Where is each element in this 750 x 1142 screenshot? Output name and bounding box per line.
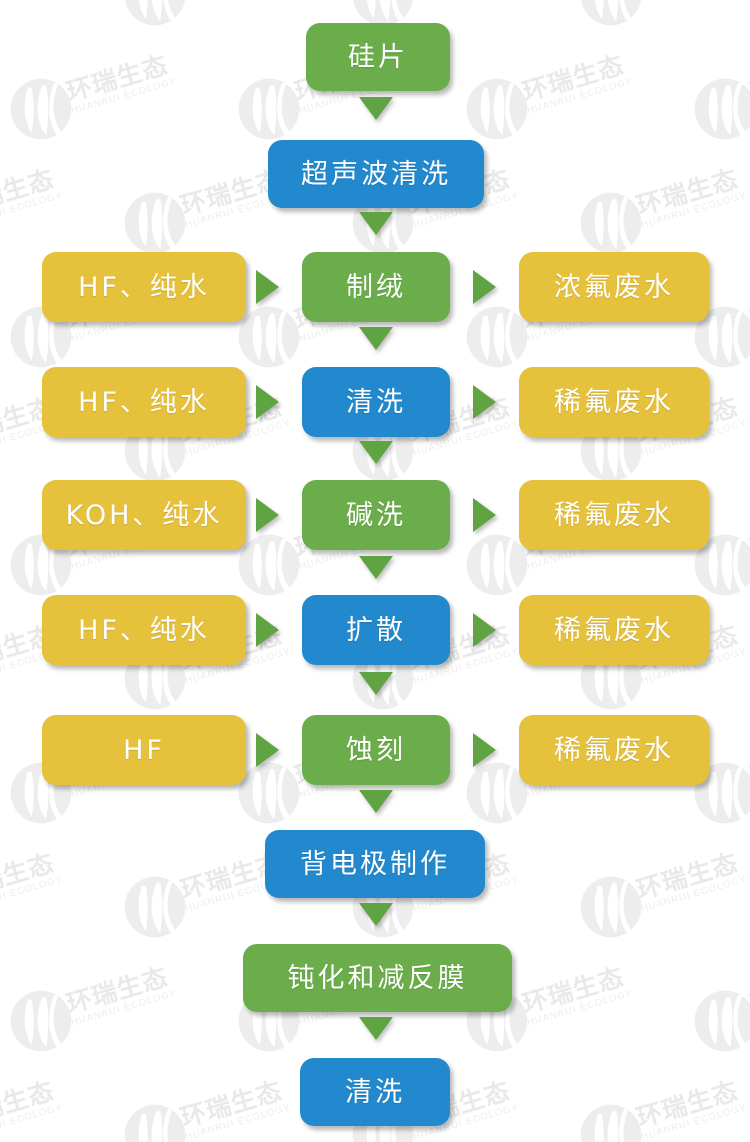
node-label: HF	[123, 734, 165, 766]
arrow-right-icon	[256, 385, 279, 419]
process-node-n6l[interactable]: HF	[42, 715, 246, 785]
node-label: HF、纯水	[78, 614, 210, 646]
process-node-n7[interactable]: 背电极制作	[265, 830, 485, 898]
node-label: 钝化和减反膜	[287, 962, 468, 994]
node-label: 制绒	[346, 271, 406, 303]
arrow-right-icon	[256, 733, 279, 767]
node-label: 蚀刻	[346, 734, 406, 766]
arrow-down-icon	[359, 672, 393, 695]
arrow-right-icon	[473, 385, 496, 419]
process-node-n2r[interactable]: 浓氟废水	[519, 252, 709, 322]
node-label: 稀氟废水	[554, 386, 674, 418]
process-node-n5r[interactable]: 稀氟废水	[519, 595, 709, 665]
process-node-n4c[interactable]: 碱洗	[302, 480, 450, 550]
process-node-n5c[interactable]: 扩散	[302, 595, 450, 665]
process-node-n1[interactable]: 超声波清洗	[268, 140, 484, 208]
arrow-right-icon	[473, 270, 496, 304]
arrow-right-icon	[256, 498, 279, 532]
arrow-right-icon	[256, 613, 279, 647]
arrow-right-icon	[473, 733, 496, 767]
node-label: 碱洗	[346, 499, 406, 531]
arrow-down-icon	[359, 556, 393, 579]
node-label: HF、纯水	[78, 271, 210, 303]
process-node-n6r[interactable]: 稀氟废水	[519, 715, 709, 785]
process-node-n5l[interactable]: HF、纯水	[42, 595, 246, 665]
process-node-n6c[interactable]: 蚀刻	[302, 715, 450, 785]
node-label: 稀氟废水	[554, 734, 674, 766]
process-node-n3l[interactable]: HF、纯水	[42, 367, 246, 437]
process-node-n2c[interactable]: 制绒	[302, 252, 450, 322]
arrow-down-icon	[359, 441, 393, 464]
process-node-n4l[interactable]: KOH、纯水	[42, 480, 246, 550]
node-label: 清洗	[346, 386, 406, 418]
node-label: 硅片	[348, 41, 408, 73]
process-node-n9[interactable]: 清洗	[300, 1058, 450, 1126]
arrow-right-icon	[473, 498, 496, 532]
node-label: 稀氟废水	[554, 499, 674, 531]
node-label: KOH、纯水	[65, 499, 223, 531]
arrow-down-icon	[359, 327, 393, 350]
process-node-n8[interactable]: 钝化和减反膜	[243, 944, 512, 1012]
process-node-n0[interactable]: 硅片	[306, 23, 450, 91]
node-label: 浓氟废水	[554, 271, 674, 303]
arrow-right-icon	[256, 270, 279, 304]
node-label: 扩散	[346, 614, 406, 646]
process-node-n2l[interactable]: HF、纯水	[42, 252, 246, 322]
arrow-down-icon	[359, 97, 393, 120]
arrow-down-icon	[359, 212, 393, 235]
process-node-n3c[interactable]: 清洗	[302, 367, 450, 437]
node-label: 稀氟废水	[554, 614, 674, 646]
node-label: 超声波清洗	[301, 158, 451, 190]
node-label: 清洗	[345, 1076, 405, 1108]
arrow-down-icon	[359, 1017, 393, 1040]
arrow-down-icon	[359, 790, 393, 813]
node-label: 背电极制作	[300, 848, 450, 880]
process-node-n4r[interactable]: 稀氟废水	[519, 480, 709, 550]
process-node-n3r[interactable]: 稀氟废水	[519, 367, 709, 437]
arrow-right-icon	[473, 613, 496, 647]
arrow-down-icon	[359, 903, 393, 926]
node-label: HF、纯水	[78, 386, 210, 418]
